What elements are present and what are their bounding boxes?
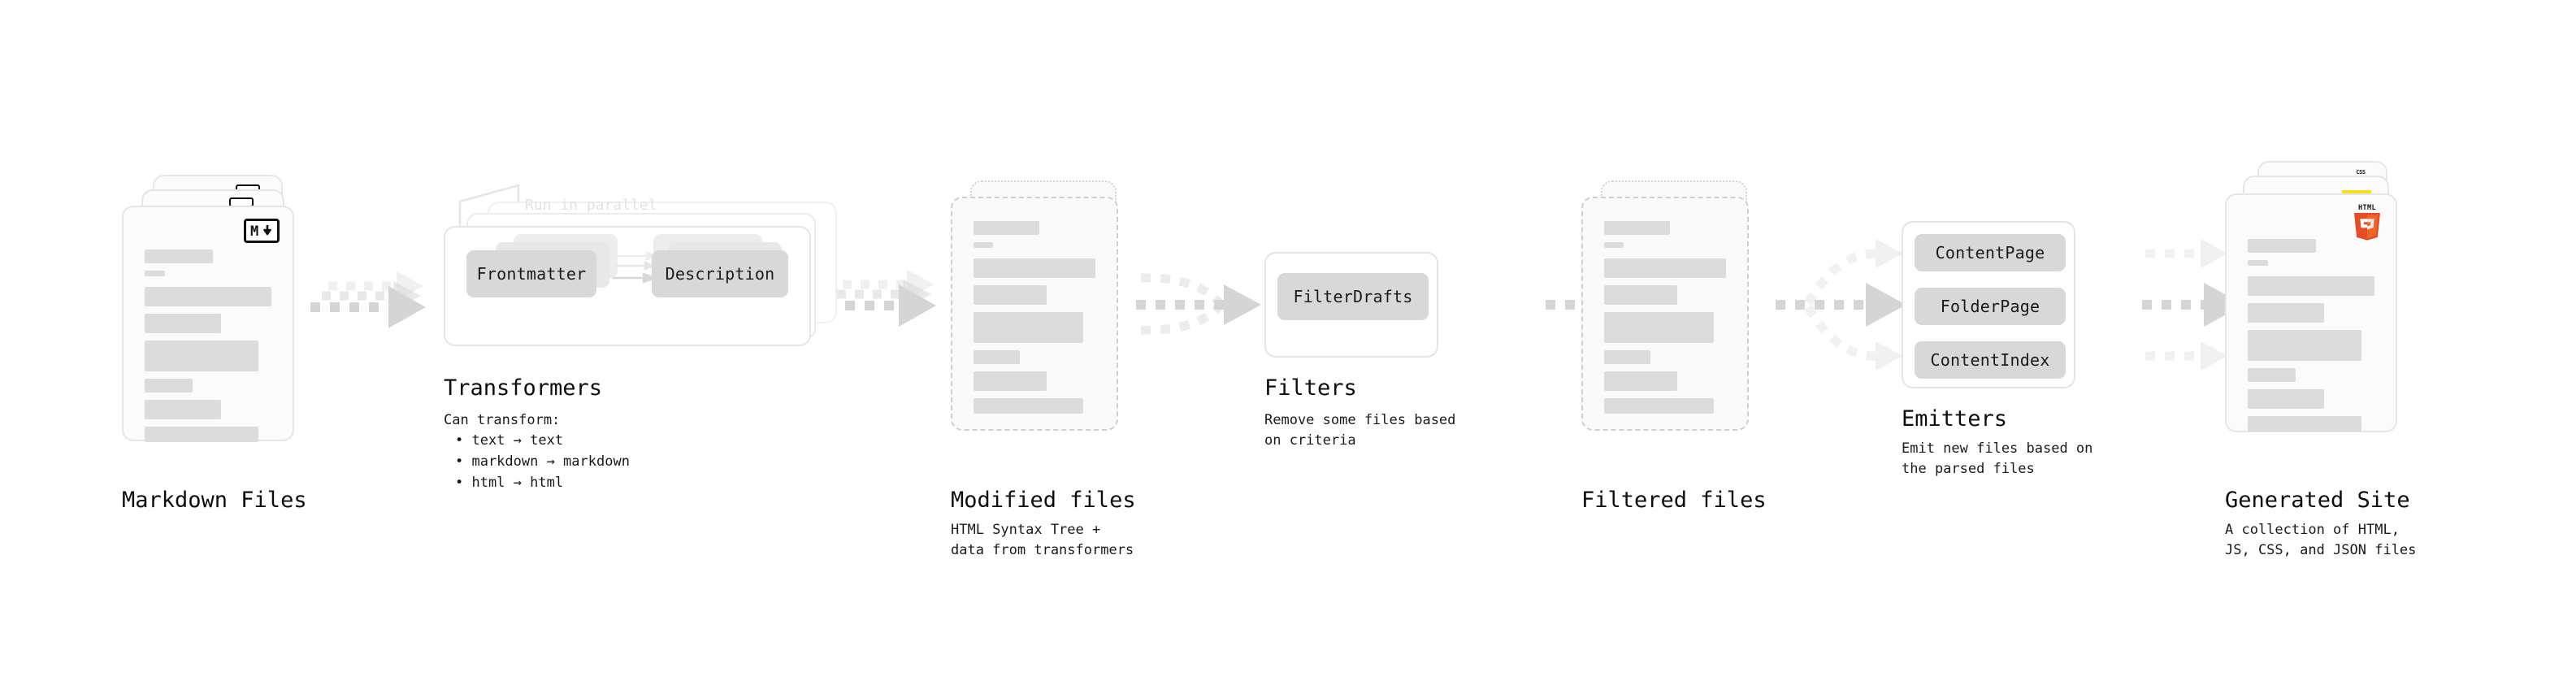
transformer-chip-description[interactable]: Description [652, 250, 788, 297]
modified-files-caption: HTML Syntax Tree + data from transformer… [951, 522, 1134, 558]
emitters-caption: Emit new files based on the parsed files [1902, 440, 2093, 477]
filtered-sheet-front [1581, 197, 1749, 431]
modified-skeleton [974, 221, 1095, 421]
run-in-parallel-label: Run in parallel [525, 197, 657, 214]
stage-title-transformers: Transformers [444, 375, 603, 401]
filtered-skeleton [1604, 221, 1726, 421]
html5-icon: HTML [2350, 202, 2384, 241]
modified-sheet-front [951, 197, 1118, 431]
stage-title-filters: Filters [1264, 375, 1357, 401]
stage-title-filtered-files: Filtered files [1581, 488, 1767, 513]
stage-title-generated-site: Generated Site [2225, 488, 2410, 513]
stage-title-markdown-files: Markdown Files [122, 488, 307, 513]
arrow-markdown-to-transformers [310, 271, 426, 328]
emitters-box: ContentPage FolderPage ContentIndex [1902, 221, 2075, 388]
transformer-inner-arrows [613, 251, 658, 284]
emitter-chip-contentindex[interactable]: ContentIndex [1915, 341, 2066, 379]
transformers-bullet-1: • markdown → markdown [455, 453, 630, 470]
transformers-caption: Can transform: [444, 412, 561, 428]
filters-box: FilterDrafts [1264, 252, 1438, 358]
stage-title-modified-files: Modified files [951, 488, 1136, 513]
markdown-icon: M [244, 219, 280, 243]
svg-text:M: M [250, 223, 258, 238]
filter-chip-filterdrafts[interactable]: FilterDrafts [1277, 273, 1429, 320]
markdown-sheet-front: M [122, 206, 294, 442]
stage-title-emitters: Emitters [1902, 406, 2008, 432]
generated-sheet-html: HTML [2225, 193, 2397, 432]
arrow-modified-to-filters [1136, 273, 1261, 335]
emitter-chip-contentpage[interactable]: ContentPage [1915, 234, 2066, 271]
css-icon-label: CSS [2356, 169, 2366, 176]
generated-site-caption: A collection of HTML, JS, CSS, and JSON … [2225, 522, 2417, 558]
markdown-skeleton [145, 249, 271, 449]
svg-text:HTML: HTML [2358, 204, 2376, 212]
filters-caption: Remove some files based on criteria [1264, 412, 1456, 449]
transformer-chip-frontmatter[interactable]: Frontmatter [466, 250, 596, 297]
transformers-bullet-0: • text → text [455, 432, 564, 449]
transformers-bullet-2: • html → html [455, 475, 564, 491]
generated-skeleton [2248, 239, 2374, 439]
emitter-chip-folderpage[interactable]: FolderPage [1915, 288, 2066, 325]
arrow-transformers-to-modified [826, 270, 936, 327]
arrow-filtered-to-emitters [1776, 239, 1906, 371]
